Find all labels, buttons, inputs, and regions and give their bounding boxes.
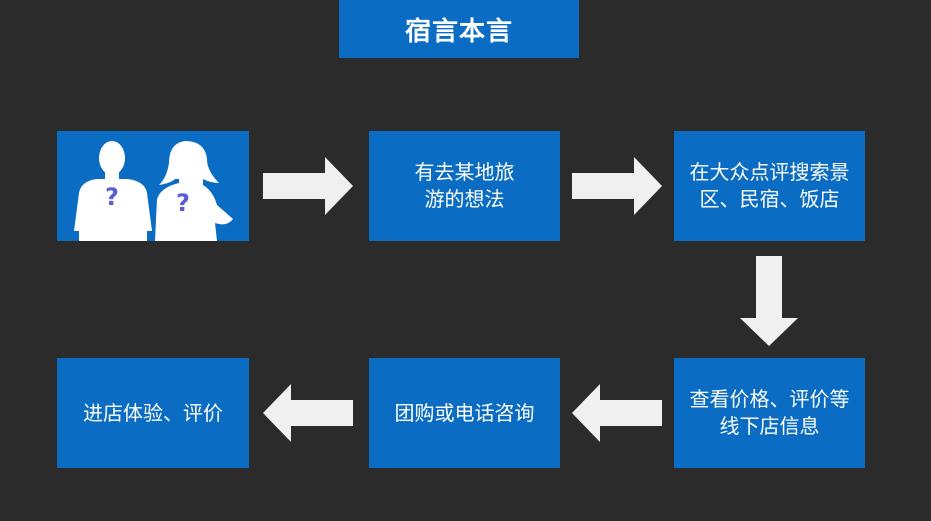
right-arrow-icon <box>263 157 353 215</box>
down-arrow-icon <box>740 256 798 346</box>
step-consult-line1: 团购或电话咨询 <box>394 400 535 425</box>
step-search-line1: 在大众点评搜索景 <box>689 160 850 184</box>
step-idea-line1: 有去某地旅 <box>414 160 515 184</box>
diagram-title: 宿言本言 <box>339 0 579 58</box>
step-check-info-line2: 线下店信息 <box>719 414 820 438</box>
question-mark-icon: ? <box>105 183 119 211</box>
step-consult-box: 团购或电话咨询 <box>369 358 560 468</box>
step-idea-box: 有去某地旅 游的想法 <box>369 131 560 241</box>
left-arrow-icon <box>263 384 353 442</box>
question-mark-icon: ? <box>176 189 190 217</box>
step-check-info-box: 查看价格、评价等 线下店信息 <box>674 358 865 468</box>
right-arrow-icon <box>572 157 662 215</box>
step-check-info-line1: 查看价格、评价等 <box>689 387 850 411</box>
two-person-silhouettes-question-icon: ? ? <box>74 141 233 241</box>
step-idea-line2: 游的想法 <box>424 187 505 211</box>
step-experience-box: 进店体验、评价 <box>57 358 249 468</box>
step-search-line2: 区、民宿、饭店 <box>699 187 840 211</box>
left-arrow-icon <box>572 384 662 442</box>
step-experience-line1: 进店体验、评价 <box>83 400 223 425</box>
users-image-box: ? ? <box>57 131 249 241</box>
step-search-box: 在大众点评搜索景 区、民宿、饭店 <box>674 131 865 241</box>
